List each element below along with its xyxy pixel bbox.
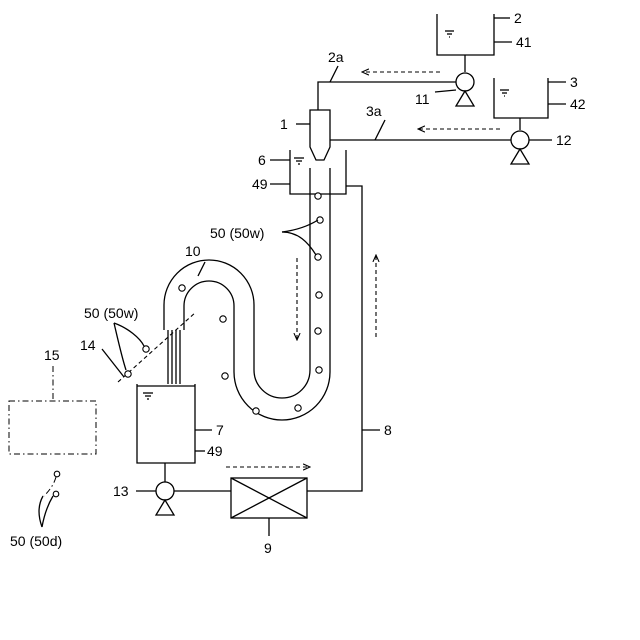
tank-7 bbox=[137, 384, 212, 463]
unit-9 bbox=[231, 478, 307, 536]
label-tank-3: 3 bbox=[570, 74, 578, 90]
label-tube-10: 10 bbox=[185, 243, 201, 259]
callout-particles-top bbox=[282, 220, 318, 255]
nozzle-1 bbox=[296, 110, 330, 160]
label-vessel-6: 6 bbox=[258, 152, 266, 168]
tube-10 bbox=[164, 168, 330, 420]
pump-11 bbox=[435, 73, 474, 106]
particles-50d bbox=[39, 471, 60, 527]
tank-2 bbox=[437, 14, 512, 55]
label-liquid-42: 42 bbox=[570, 96, 586, 112]
label-particles-top: 50 (50w) bbox=[210, 225, 264, 241]
label-pump-13: 13 bbox=[113, 483, 129, 499]
label-liquid-49-top: 49 bbox=[252, 176, 268, 192]
label-tank-7: 7 bbox=[216, 422, 224, 438]
pump-12 bbox=[511, 131, 552, 164]
label-line-8: 8 bbox=[384, 422, 392, 438]
label-particles-dry: 50 (50d) bbox=[10, 533, 62, 549]
tank-3 bbox=[494, 78, 566, 118]
particles-50w-separated bbox=[114, 323, 149, 377]
label-tank-2: 2 bbox=[514, 10, 522, 26]
label-box-15: 15 bbox=[44, 347, 60, 363]
line-3a bbox=[330, 118, 520, 140]
label-line-2a: 2a bbox=[328, 49, 344, 65]
label-pump-12: 12 bbox=[556, 132, 572, 148]
outlet-streams bbox=[168, 330, 180, 384]
pump-13 bbox=[136, 482, 174, 515]
label-separator-14: 14 bbox=[80, 337, 96, 353]
label-pump-11: 11 bbox=[415, 91, 430, 107]
line-8 bbox=[165, 186, 380, 491]
box-15 bbox=[9, 401, 96, 454]
label-line-3a: 3a bbox=[366, 103, 382, 119]
label-particles-mid: 50 (50w) bbox=[84, 305, 138, 321]
vessel-6 bbox=[270, 150, 346, 194]
label-liquid-41: 41 bbox=[516, 34, 532, 50]
label-liquid-49-bottom: 49 bbox=[207, 443, 223, 459]
label-unit-9: 9 bbox=[264, 540, 272, 556]
label-nozzle-1: 1 bbox=[280, 116, 288, 132]
